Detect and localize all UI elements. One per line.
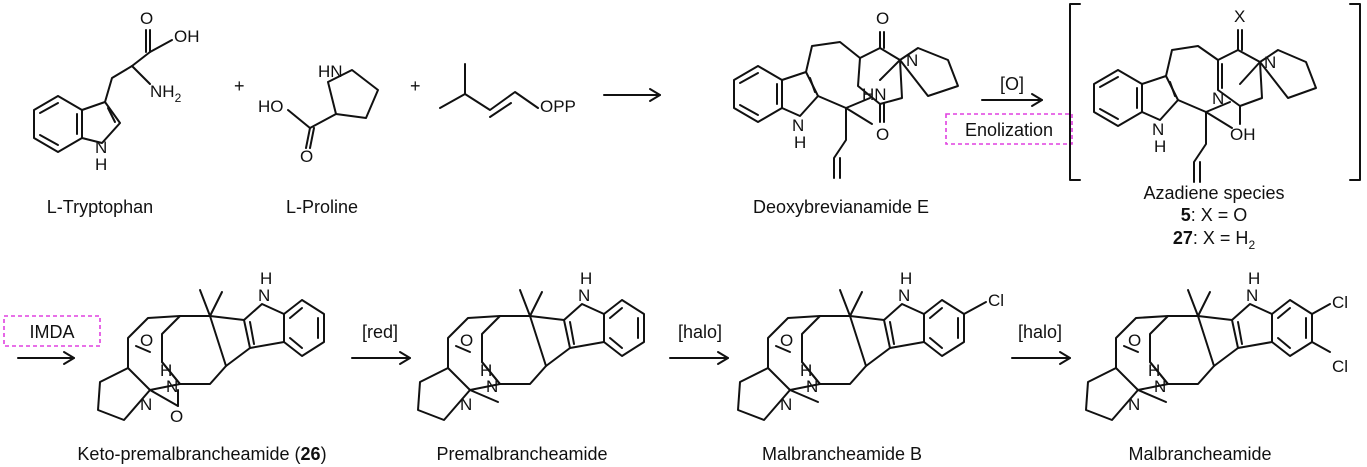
- atom-label: N: [780, 395, 792, 414]
- compound-label-deoxybrevianamide: Deoxybrevianamide E: [753, 197, 929, 217]
- azadiene-structure: [1069, 3, 1361, 183]
- atom-label: N: [1212, 89, 1224, 108]
- atom-subscript: 2: [175, 91, 182, 105]
- atom-label: N: [806, 377, 818, 396]
- atom-label: N: [578, 286, 590, 305]
- compound-label-malbrancheamide-b: Malbrancheamide B: [762, 444, 922, 464]
- compound-label-keto-premalbrancheamide: Keto-premalbrancheamide (26): [77, 444, 326, 464]
- atom-label: HN: [318, 62, 343, 81]
- compound-label-azadiene-5: 5: X = O: [1181, 205, 1248, 225]
- atom-label: H: [95, 155, 107, 174]
- compound-label-azadiene-27: 27: X = H2: [1173, 228, 1256, 252]
- atom-label: H: [1248, 269, 1260, 288]
- atom-label: N: [1154, 377, 1166, 396]
- atom-label: O: [140, 331, 153, 350]
- atom-label: HN: [862, 85, 887, 104]
- atom-label: N: [1128, 395, 1140, 414]
- deoxybrevianamide-structure: [733, 31, 959, 179]
- atom-label: O: [140, 9, 153, 28]
- compound-subscript: 2: [1248, 238, 1255, 252]
- arrow-label-halo-2: [halo]: [1018, 322, 1062, 342]
- atom-label: N: [898, 286, 910, 305]
- arrow-label-enolization: Enolization: [965, 120, 1053, 140]
- compound-label-tryptophan: L-Tryptophan: [47, 197, 153, 217]
- atom-label: O: [460, 331, 473, 350]
- arrow-label-imda: IMDA: [30, 322, 75, 342]
- atom-label: O: [876, 9, 889, 28]
- atom-label: O: [300, 147, 313, 166]
- atom-label: O: [170, 407, 183, 426]
- atom-label: N: [486, 377, 498, 396]
- compound-label-text: : X = H: [1193, 228, 1249, 248]
- atom-label: Cl: [1332, 293, 1348, 312]
- arrow-label-red: [red]: [362, 322, 398, 342]
- compound-label-proline: L-Proline: [286, 197, 358, 217]
- atom-label: N: [166, 377, 178, 396]
- atom-label: N: [460, 395, 472, 414]
- premalbrancheamide-structure: [417, 289, 645, 421]
- reaction-arrow: [603, 88, 661, 102]
- compound-number: 27: [1173, 228, 1193, 248]
- atom-label: H: [160, 361, 172, 380]
- compound-label-azadiene: Azadiene species: [1143, 183, 1284, 203]
- atom-label: HO: [258, 97, 284, 116]
- compound-number: 26: [301, 444, 321, 464]
- atom-label: Cl: [988, 291, 1004, 310]
- atom-label: O: [1128, 331, 1141, 350]
- compound-label-text: Keto-premalbrancheamide (: [77, 444, 300, 464]
- atom-label: H: [580, 269, 592, 288]
- atom-label: NH2: [150, 82, 182, 105]
- reaction-arrow-oxidation: [981, 93, 1043, 107]
- l-tryptophan-structure: [33, 29, 173, 153]
- atom-label: OH: [1230, 125, 1256, 144]
- atom-label: N: [258, 286, 270, 305]
- compound-label-text: : X = O: [1191, 205, 1248, 225]
- atom-label: N: [1152, 120, 1164, 139]
- compound-label-malbrancheamide: Malbrancheamide: [1128, 444, 1271, 464]
- atom-label: O: [780, 331, 793, 350]
- atom-label: H: [794, 133, 806, 152]
- atom-label: H: [480, 361, 492, 380]
- malbrancheamide-structure: [1085, 289, 1331, 421]
- enolization-highlight-box: [945, 113, 1073, 145]
- atom-label: OPP: [540, 97, 576, 116]
- atom-label: N: [1246, 286, 1258, 305]
- atom-label: N: [140, 395, 152, 414]
- atom-label: N: [95, 138, 107, 157]
- compound-label-premalbrancheamide: Premalbrancheamide: [436, 444, 607, 464]
- reaction-arrow-halo-2: [1011, 351, 1071, 365]
- plus-sign: +: [410, 76, 421, 96]
- plus-sign: +: [234, 76, 245, 96]
- atom-label: N: [792, 116, 804, 135]
- atom-label: Cl: [1332, 357, 1348, 376]
- arrow-label-halo-1: [halo]: [678, 322, 722, 342]
- atom-label: X: [1234, 7, 1245, 26]
- arrow-label-oxidation: [O]: [1000, 74, 1024, 94]
- reaction-arrow-red: [351, 351, 411, 365]
- l-proline-structure: [287, 69, 379, 149]
- reaction-arrow-imda: [17, 351, 75, 365]
- atom-label: H: [1148, 361, 1160, 380]
- atom-label: H: [800, 361, 812, 380]
- atom-label: H: [260, 269, 272, 288]
- atom-label: N: [1264, 53, 1276, 72]
- atom-label: N: [906, 51, 918, 70]
- keto-premalbrancheamide-structure: [97, 289, 325, 421]
- compound-label-text: ): [321, 444, 327, 464]
- dmapp-structure: [439, 63, 539, 118]
- malbrancheamide-b-structure: [737, 289, 987, 421]
- atom-label: H: [1154, 137, 1166, 156]
- atom-label: NH: [150, 82, 175, 101]
- atom-label: H: [900, 269, 912, 288]
- atom-label: OH: [174, 27, 200, 46]
- compound-number: 5: [1181, 205, 1191, 225]
- atom-label: O: [876, 125, 889, 144]
- reaction-arrow-halo-1: [669, 351, 729, 365]
